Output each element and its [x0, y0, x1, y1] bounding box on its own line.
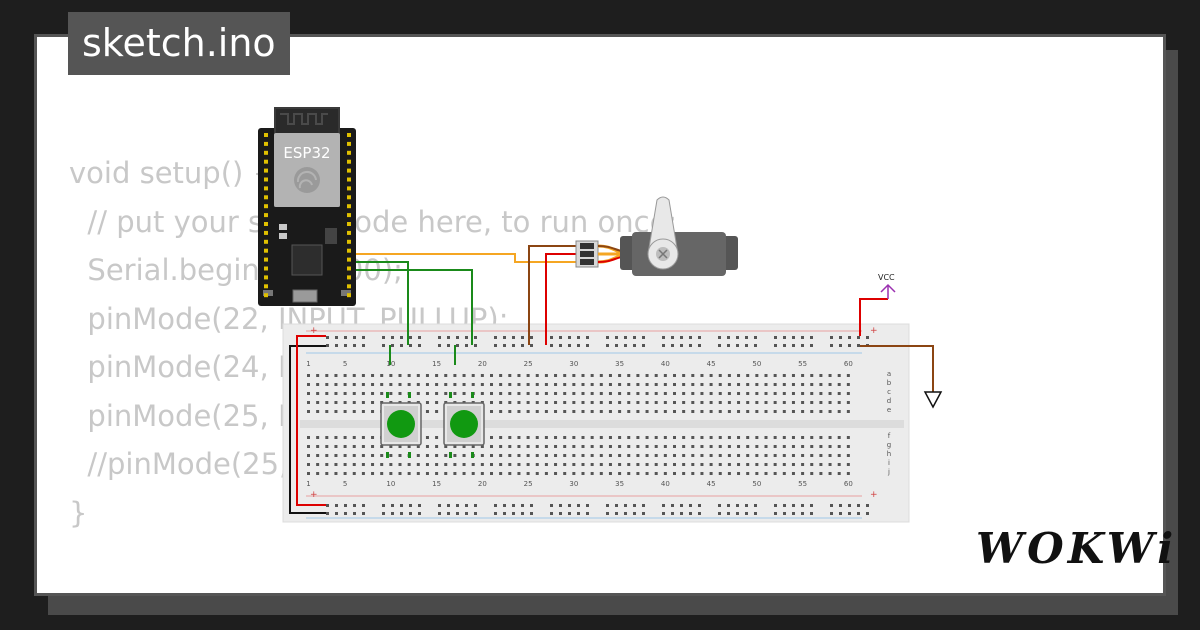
column-number: 1 [306, 360, 310, 368]
rail-plus-label: + [310, 490, 318, 500]
column-number: 35 [615, 360, 624, 368]
row-letter: b [887, 379, 892, 387]
column-number: 50 [752, 480, 761, 488]
column-number: 50 [752, 360, 761, 368]
sketch-file-tab[interactable]: sketch.ino [68, 12, 290, 75]
esp32-label: ESP32 [283, 144, 330, 162]
push-button-2[interactable] [443, 392, 485, 458]
row-letter: e [887, 406, 891, 414]
button-cap [387, 410, 415, 438]
esp32-board[interactable]: ESP32 [258, 107, 356, 306]
row-letter: i [888, 459, 890, 467]
column-number: 10 [386, 480, 395, 488]
esp32-pins [264, 133, 351, 298]
button1-wire[interactable] [352, 261, 409, 345]
column-number: 60 [844, 360, 853, 368]
vcc-label: VCC [878, 273, 895, 282]
column-number: 5 [343, 360, 347, 368]
column-number: 25 [524, 360, 533, 368]
column-number: 55 [798, 480, 807, 488]
button2-wire[interactable] [352, 269, 473, 345]
vcc-wire[interactable] [859, 298, 888, 336]
column-number: 35 [615, 480, 624, 488]
button-cap [450, 410, 478, 438]
servo-power-wire[interactable] [545, 253, 580, 345]
push-button-1[interactable] [380, 392, 422, 458]
row-letter: h [887, 450, 891, 458]
row-letter: g [887, 441, 891, 449]
rail-minus-jumper[interactable] [289, 345, 326, 514]
column-number: 60 [844, 480, 853, 488]
column-number: 30 [569, 480, 578, 488]
wokwi-logo[interactable]: WOKWi [976, 524, 1178, 573]
wires [289, 245, 934, 514]
column-number: 40 [661, 480, 670, 488]
column-number: 30 [569, 360, 578, 368]
column-number: 45 [707, 360, 716, 368]
row-letter: c [887, 388, 891, 396]
ground-symbol [923, 391, 943, 409]
column-number: 55 [798, 360, 807, 368]
servo-ground-wire[interactable] [528, 245, 580, 345]
column-number: 45 [707, 480, 716, 488]
column-number: 20 [478, 480, 487, 488]
rail-plus-label: + [870, 490, 878, 500]
column-number: 15 [432, 360, 441, 368]
rail-plus-jumper[interactable] [296, 335, 326, 506]
column-number: 5 [343, 480, 347, 488]
servo[interactable] [575, 196, 738, 276]
column-number: 25 [524, 480, 533, 488]
column-number: 15 [432, 480, 441, 488]
servo-signal-wire[interactable] [352, 253, 580, 263]
code-line: void loop() { [69, 586, 677, 594]
row-letter: d [887, 397, 891, 405]
column-number: 40 [661, 360, 670, 368]
rail-plus-label: + [310, 326, 318, 336]
code-line: } [69, 495, 88, 530]
row-letter: j [887, 468, 890, 476]
column-number: 20 [478, 360, 487, 368]
row-letter: a [887, 370, 891, 378]
rail-plus-label: + [870, 326, 878, 336]
row-letter: f [888, 432, 891, 440]
breadboard-holes [307, 336, 869, 515]
column-number: 1 [306, 480, 310, 488]
vcc-symbol: VCC [878, 273, 896, 299]
ground-wire[interactable] [860, 345, 934, 392]
